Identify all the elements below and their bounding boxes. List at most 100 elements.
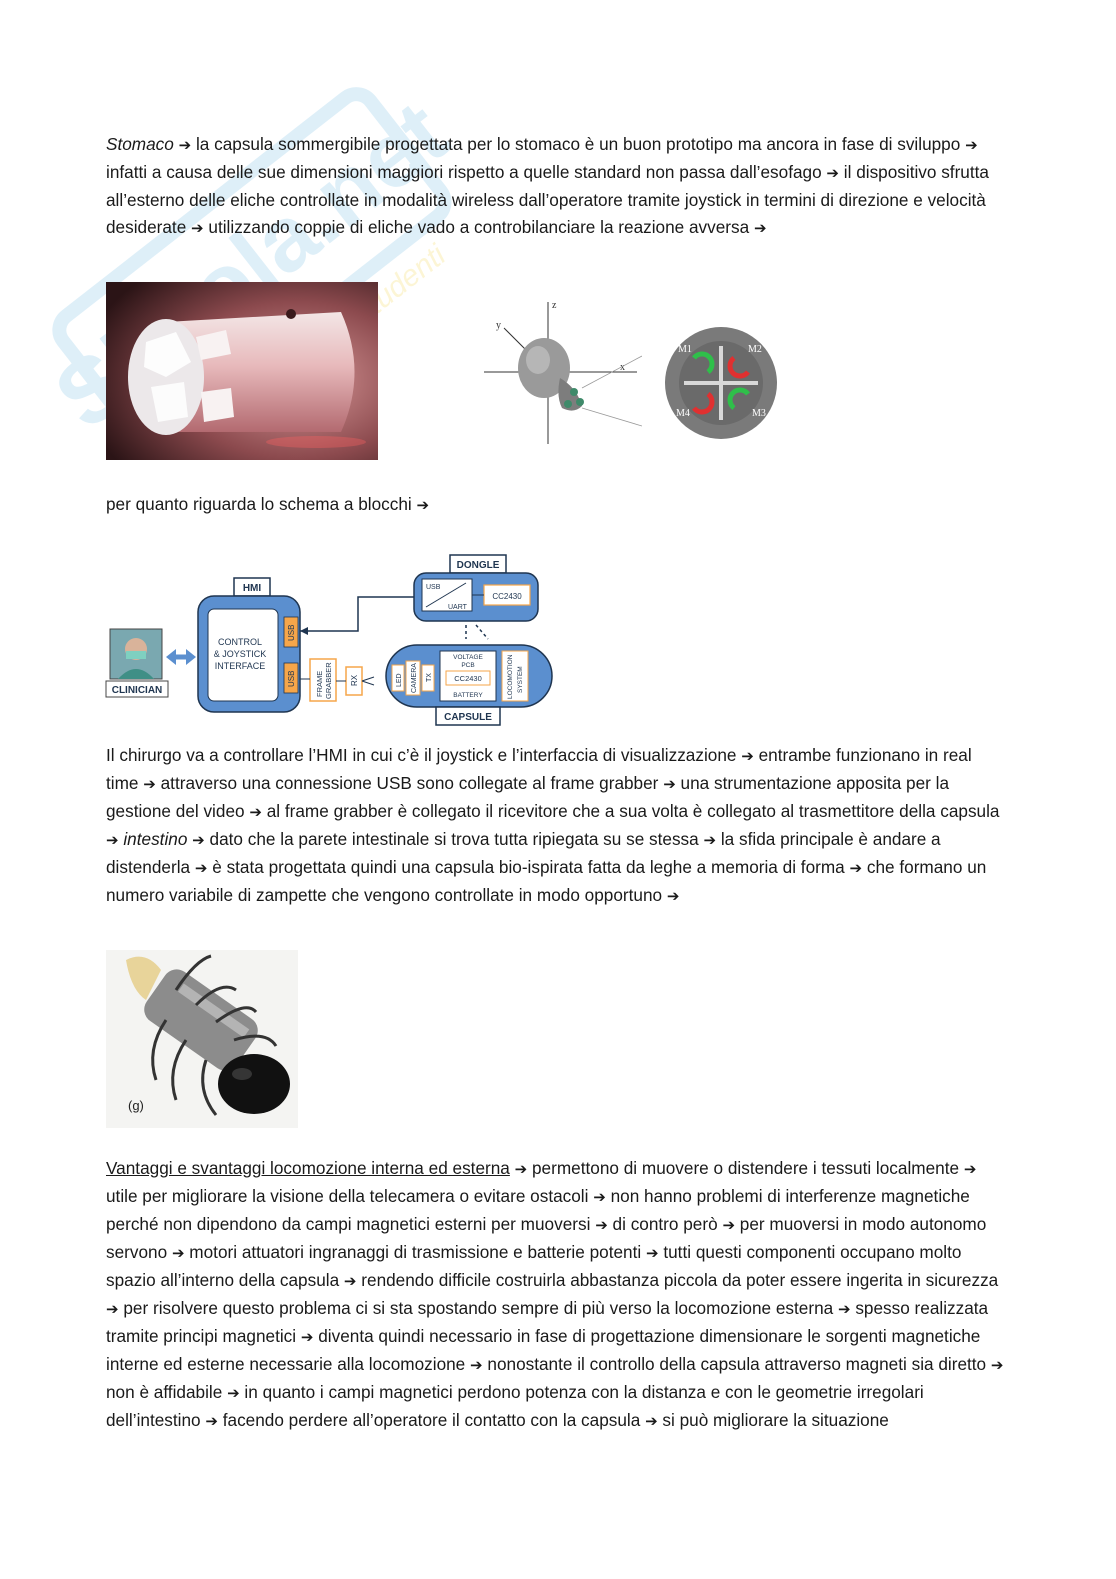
arrow-icon: ➔	[416, 496, 430, 514]
dongle-uart-label: UART	[448, 604, 468, 611]
control-label-2: & JOYSTICK	[214, 649, 267, 659]
arrow-icon: ➔	[143, 775, 156, 793]
arrow-icon: ➔	[249, 803, 262, 821]
tx-label: TX	[426, 673, 433, 682]
arrow-icon: ➔	[178, 136, 192, 154]
text-segment: dato che la parete intestinale si trova …	[209, 829, 699, 849]
text-segment: nonostante il controllo della capsula at…	[487, 1354, 987, 1374]
arrow-icon: ➔	[514, 1160, 528, 1178]
text-segment: entrambe funzionano in real time	[106, 745, 972, 793]
text-segment: diventa quindi necessario in fase di pro…	[106, 1326, 981, 1374]
arrow-icon: ➔	[227, 1384, 240, 1402]
arrow-icon: ➔	[106, 831, 119, 849]
capsule-cc2430-label: CC2430	[454, 674, 482, 683]
text-segment: il dispositivo sfrutta all’esterno delle…	[106, 162, 989, 237]
text-segment: è stata progettata quindi una capsula bi…	[212, 857, 845, 877]
hmi-label: HMI	[243, 583, 262, 594]
arrow-icon: ➔	[826, 164, 839, 182]
capsule-label: CAPSULE	[444, 712, 492, 723]
paragraph-stomaco: Stomaco ➔ la capsula sommergibile proget…	[106, 131, 1006, 242]
dongle-cc2430-label: CC2430	[492, 592, 522, 601]
frame-grabber-box	[309, 658, 337, 702]
text-segment: la sfida principale è andare a distender…	[106, 829, 941, 877]
text-segment: al frame grabber è collegato il ricevito…	[266, 801, 1000, 821]
text-segment: utilizzando coppie di eliche vado a cont…	[208, 217, 750, 237]
topic-stomaco: Stomaco	[106, 134, 174, 154]
motor-m1-label: M1	[678, 344, 692, 355]
locomotion-label-1: LOCOMOTION	[507, 654, 514, 699]
arrow-icon: ➔	[849, 859, 863, 877]
topic-intestino: intestino	[123, 829, 188, 849]
submersible-capsule-photo	[106, 282, 378, 460]
locomotion-label-2: SYSTEM	[517, 666, 524, 693]
paragraph-vantaggi-svantaggi: Vantaggi e svantaggi locomozione interna…	[106, 1155, 1006, 1435]
text-segment: infatti a causa delle sue dimensioni mag…	[106, 162, 822, 182]
arrow-icon: ➔	[645, 1412, 658, 1430]
arrow-icon: ➔	[194, 859, 208, 877]
camera-label: CAMERA	[411, 663, 418, 693]
arrow-icon: ➔	[191, 219, 204, 237]
text-segment: per quanto riguarda lo schema a blocchi	[106, 494, 412, 514]
arrow-icon: ➔	[963, 1160, 977, 1178]
motor-disc-figure: M1 M2 M3 M4	[665, 327, 777, 439]
arrow-icon: ➔	[470, 1356, 483, 1374]
block-diagram: CLINICIAN HMI CONTROL & JOYSTICK INTERFA…	[105, 554, 553, 726]
arrow-icon: ➔	[645, 1244, 659, 1262]
led-label: LED	[396, 673, 403, 687]
figure-caption-g: (g)	[128, 1098, 144, 1113]
text-segment: non hanno problemi di interferenze magne…	[106, 1186, 970, 1234]
arrow-icon: ➔	[300, 1328, 314, 1346]
arrow-icon: ➔	[965, 136, 978, 154]
capsule-axes-figure: z y x	[484, 300, 642, 444]
arrow-icon: ➔	[171, 1244, 185, 1262]
frame-grabber-label-2: GRABBER	[324, 662, 333, 699]
text-segment: una strumentazione apposita per la gesti…	[106, 773, 950, 821]
control-label-1: CONTROL	[218, 637, 262, 647]
text-segment: tutti questi componenti occupano molto s…	[106, 1242, 962, 1290]
arrow-icon: ➔	[741, 747, 754, 765]
legged-capsule-photo: (g)	[106, 950, 298, 1128]
usb-label-top: USB	[287, 625, 296, 641]
arrow-icon: ➔	[106, 1300, 119, 1318]
text-segment: che formano un numero variabile di zampe…	[106, 857, 987, 905]
usb-label-bottom: USB	[287, 671, 296, 687]
arrow-icon: ➔	[666, 887, 680, 905]
text-segment: rendendo difficile costruirla abbastanza…	[361, 1270, 999, 1290]
text-segment: spesso realizzata tramite principi magne…	[106, 1298, 989, 1346]
voltage-label: VOLTAGE	[453, 654, 483, 661]
text-segment: per muoversi in modo autonomo servono	[106, 1214, 987, 1262]
arrow-icon: ➔	[192, 831, 205, 849]
dongle-usb-label: USB	[426, 584, 441, 591]
motor-m3-label: M3	[752, 408, 766, 419]
control-label-3: INTERFACE	[215, 661, 266, 671]
axis-y-label: y	[496, 320, 501, 331]
arrow-icon: ➔	[837, 1300, 851, 1318]
arrow-icon: ➔	[593, 1188, 606, 1206]
arrow-icon: ➔	[205, 1412, 218, 1430]
paragraph-block-diagram-intro: per quanto riguarda lo schema a blocchi …	[106, 491, 1006, 519]
arrow-icon: ➔	[595, 1216, 608, 1234]
motor-m4-label: M4	[676, 408, 690, 419]
arrow-icon: ➔	[990, 1356, 1004, 1374]
arrow-icon: ➔	[753, 219, 767, 237]
text-segment: si può migliorare la situazione	[662, 1410, 889, 1430]
text-segment: utile per migliorare la visione della te…	[106, 1186, 589, 1206]
battery-label: BATTERY	[453, 692, 483, 699]
paragraph-chirurgo-intestino: Il chirurgo va a controllare l’HMI in cu…	[106, 742, 1006, 910]
section-heading-vantaggi: Vantaggi e svantaggi locomozione interna…	[106, 1158, 510, 1178]
text-segment: permettono di muovere o distendere i tes…	[532, 1158, 960, 1178]
text-segment: di contro però	[612, 1214, 718, 1234]
text-segment: Il chirurgo va a controllare l’HMI in cu…	[106, 745, 737, 765]
text-segment: facendo perdere all’operatore il contatt…	[222, 1410, 641, 1430]
arrow-icon: ➔	[343, 1272, 357, 1290]
text-segment: attraverso una connessione USB sono coll…	[160, 773, 659, 793]
frame-grabber-label-1: FRAME	[315, 671, 324, 697]
dongle-label: DONGLE	[457, 560, 500, 571]
text-segment: per risolvere questo problema ci si sta …	[123, 1298, 834, 1318]
text-segment: motori attuatori ingranaggi di trasmissi…	[189, 1242, 642, 1262]
arrow-icon: ➔	[703, 831, 717, 849]
clinician-label: CLINICIAN	[112, 685, 163, 696]
text-segment: non è affidabile	[106, 1382, 223, 1402]
axis-z-label: z	[552, 300, 557, 311]
motor-m2-label: M2	[748, 344, 762, 355]
